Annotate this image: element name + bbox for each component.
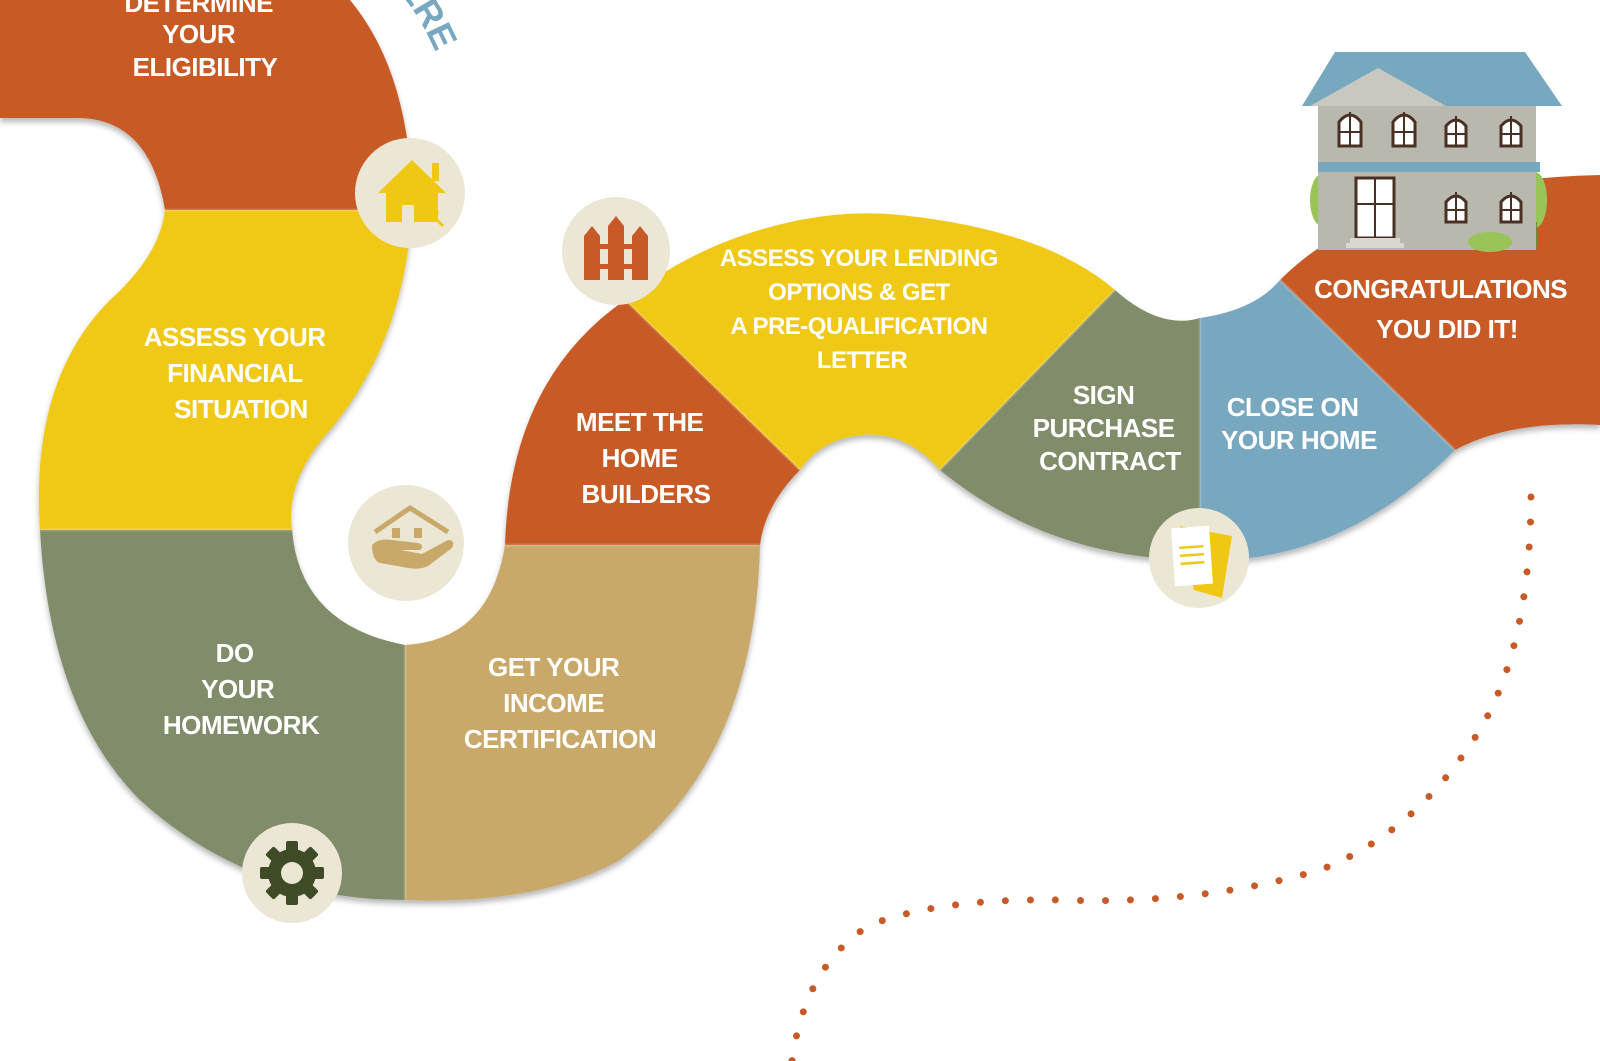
step-contract-label: SIGN PURCHASE CONTRACT — [1033, 380, 1182, 476]
step-financial-label: ASSESS YOUR FINANCIAL SITUATION — [144, 322, 333, 424]
step-lending-label: ASSESS YOUR LENDING OPTIONS & GET A PRE-… — [720, 245, 1004, 374]
step-homework-segment[interactable] — [40, 530, 405, 900]
house-search-icon — [355, 138, 465, 248]
step-homework-label: DO YOUR HOMEWORK — [163, 638, 320, 740]
document-icon — [1149, 508, 1249, 608]
step-congrats-label: CONGRATULATIONS YOU DID IT! — [1314, 274, 1574, 344]
step-close-label: CLOSE ON YOUR HOME — [1221, 392, 1377, 455]
step-contract-segment[interactable] — [940, 290, 1200, 560]
step-financial-segment[interactable] — [38, 210, 413, 530]
start-label: HERE — [374, 0, 465, 56]
step-eligibility-segment[interactable] — [0, 0, 412, 210]
hand-house-icon — [348, 485, 464, 601]
step-eligibility-label: DETERMINE YOUR ELIGIBILITY — [124, 0, 279, 82]
fence-icon — [562, 197, 670, 305]
step-close-segment[interactable] — [1200, 280, 1455, 561]
dotted-path — [788, 493, 1535, 1061]
step-lending-segment[interactable] — [625, 213, 1115, 471]
step-builders-segment[interactable] — [505, 300, 800, 545]
house-icon — [1302, 52, 1562, 252]
step-income-segment[interactable] — [405, 545, 760, 901]
step-builders-label: MEET THE HOME BUILDERS — [576, 407, 711, 509]
step-income-label: GET YOUR INCOME CERTIFICATION — [464, 652, 656, 754]
gear-icon — [242, 823, 342, 923]
